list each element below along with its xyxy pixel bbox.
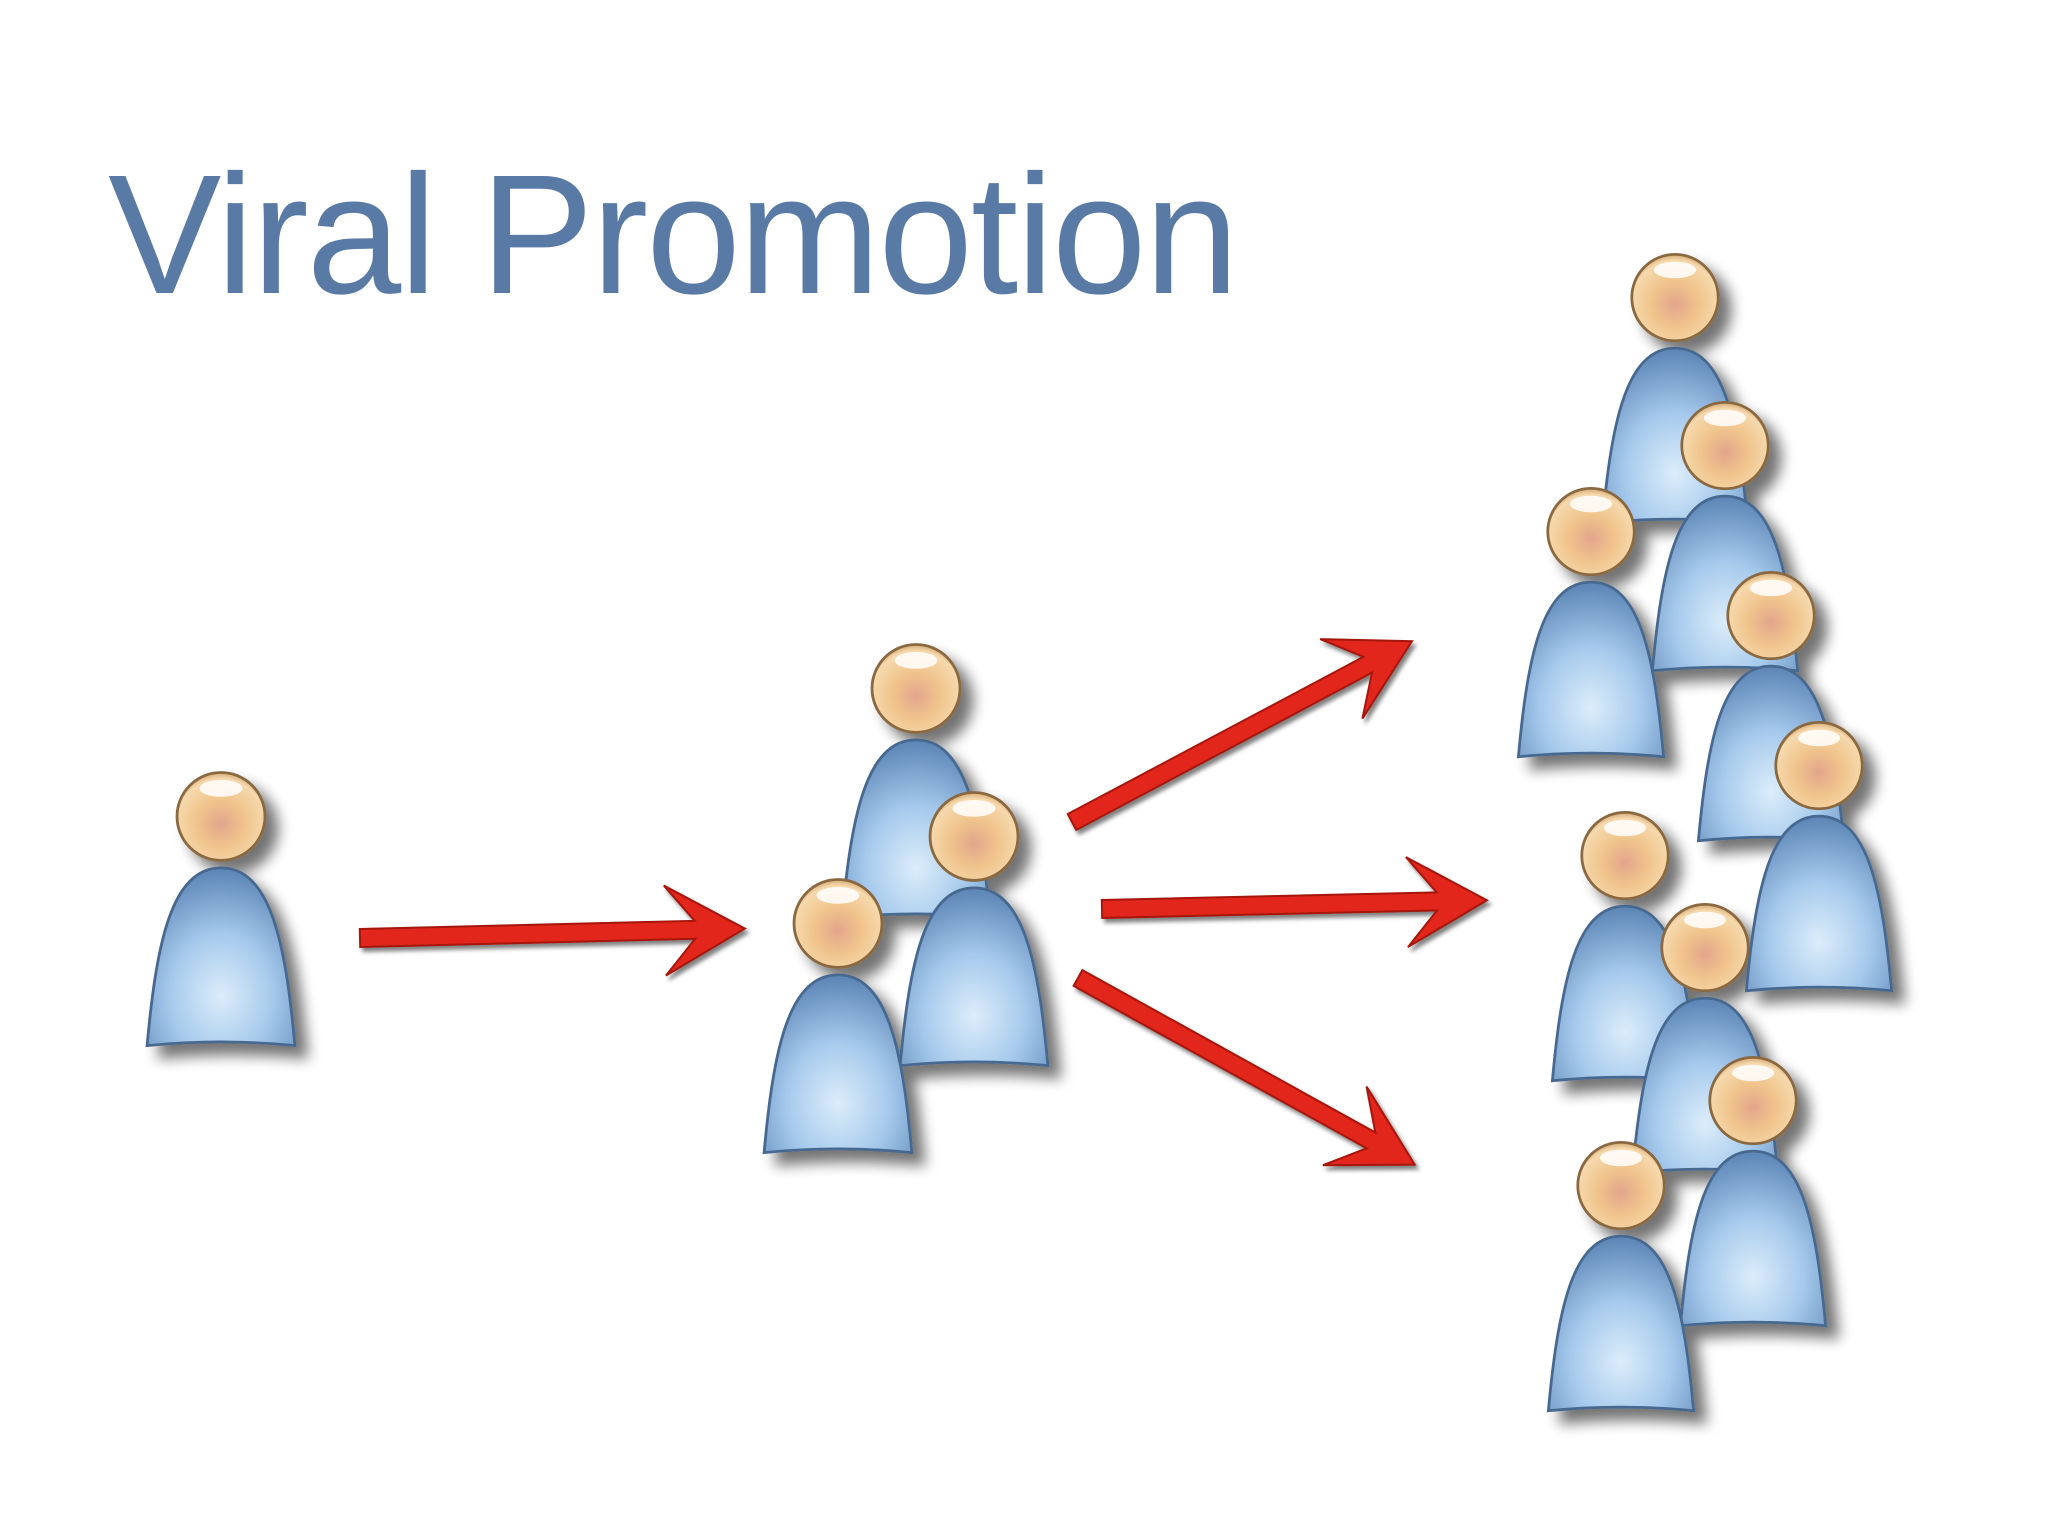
arrow-right bbox=[1100, 856, 1489, 948]
arrows bbox=[358, 638, 1489, 1167]
arrow-down-right bbox=[1072, 968, 1417, 1167]
person-icon bbox=[762, 878, 914, 1155]
person-icon bbox=[145, 771, 297, 1048]
person-icon bbox=[1516, 486, 1666, 759]
group-first-wave bbox=[762, 643, 1050, 1155]
group-origin bbox=[145, 771, 297, 1048]
slide-title: Viral Promotion bbox=[108, 140, 1239, 330]
person-icon bbox=[1546, 1140, 1696, 1413]
arrow-up-right bbox=[1066, 638, 1414, 832]
group-second-wave bbox=[1516, 252, 1894, 1413]
arrow-origin-to-first-wave bbox=[358, 884, 747, 977]
